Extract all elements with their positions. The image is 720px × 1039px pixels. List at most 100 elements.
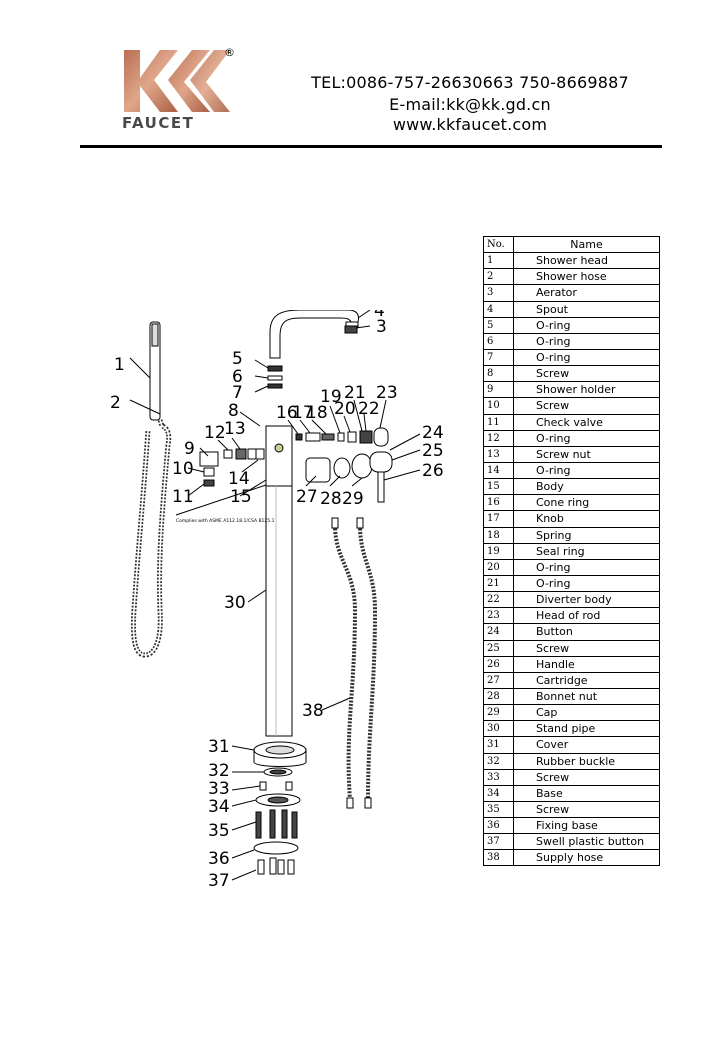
part-number-cell: 11 [483,413,514,431]
callout-25: 25 [422,441,444,461]
part-name-cell: Screw [513,397,660,415]
callout-27: 27 [296,487,318,507]
part-name-cell: Seal ring [513,542,660,560]
part-number-cell: 18 [483,526,514,544]
part-number-cell: 6 [483,332,514,350]
part-number-cell: 10 [483,397,514,415]
part-name-cell: Check valve [513,413,660,431]
part-name-cell: O-ring [513,461,660,480]
part-number-cell: 38 [483,849,514,867]
part-number-cell: 8 [483,365,514,383]
kk-faucet-logo: ® FAUCET [122,46,235,132]
fixing-base-drawing [253,841,299,855]
callout-20: 20 [334,399,356,419]
callout-8: 8 [228,401,239,421]
callout-4: 4 [374,310,385,321]
part-name-cell: Cover [513,736,660,754]
part-number-cell: 21 [483,574,514,593]
callout-38: 38 [302,701,324,721]
part-number-cell: 17 [483,510,514,528]
callout-33: 33 [208,779,230,799]
part-number-cell: 32 [483,752,514,770]
shower-holder-drawing [199,451,219,467]
part-name-cell: Screw nut [513,445,660,463]
part-number-cell: 9 [483,381,514,399]
callout-31: 31 [208,737,230,757]
exploded-parts-diagram: Complies with ASME A112.18.1/CSA B125.1 [110,310,444,891]
part-name-cell: Shower holder [513,381,660,399]
header-no: No. [483,235,514,254]
part-number-cell: 33 [483,768,514,786]
part-name-cell: O-ring [513,574,660,593]
part-number-cell: 13 [483,445,514,463]
part-name-cell: O-ring [513,332,660,350]
callout-12: 12 [204,423,226,443]
part-name-cell: Shower hose [513,268,660,286]
part-number-cell: 5 [483,316,514,334]
callout-16: 16 [276,403,298,423]
callout-21: 21 [344,383,366,403]
part-name-cell: Screw [513,800,660,819]
part-name-cell: Base [513,784,660,802]
part-name-cell: Fixing base [513,817,660,835]
callout-3: 3 [376,317,387,337]
part-name-cell: Aerator [513,284,660,302]
part-name-cell: Cap [513,704,660,722]
header-divider [80,145,662,148]
supply-hoses-drawing [333,524,378,801]
callout-7: 7 [232,383,243,403]
part-number-cell: 12 [483,429,514,447]
shower-hose-drawing [130,419,172,658]
part-name-cell: Bonnet nut [513,687,660,706]
callout-23: 23 [376,383,398,403]
part-number-cell: 20 [483,558,514,576]
callout-15: 15 [230,487,252,507]
part-number-cell: 36 [483,817,514,835]
part-name-cell: Head of rod [513,607,660,625]
callout-13: 13 [224,419,246,439]
part-name-cell: Screw [513,365,660,383]
callout-36: 36 [208,849,230,869]
body-drawing [265,425,293,487]
table-header-row: No. Name [483,235,660,254]
aerator-drawing [344,325,358,334]
part-name-cell: Handle [513,655,660,673]
callout-14: 14 [228,469,250,489]
part-number-cell: 14 [483,461,514,480]
part-number-cell: 3 [483,284,514,302]
part-name-cell: Shower head [513,252,660,270]
part-number-cell: 19 [483,542,514,560]
part-name-cell: Screw [513,768,660,786]
callout-5: 5 [232,349,243,369]
callout-29: 29 [342,489,364,509]
part-number-cell: 28 [483,687,514,706]
diverter-assembly-drawing [295,427,393,503]
part-number-cell: 31 [483,736,514,754]
contact-email: E-mail:kk@kk.gd.cn [389,95,551,114]
part-number-cell: 16 [483,494,514,512]
part-name-cell: O-ring [513,348,660,367]
part-number-cell: 37 [483,833,514,851]
callout-18: 18 [306,403,328,423]
part-name-cell: Diverter body [513,591,660,609]
callout-1: 1 [114,355,125,375]
part-name-cell: Screw [513,639,660,657]
